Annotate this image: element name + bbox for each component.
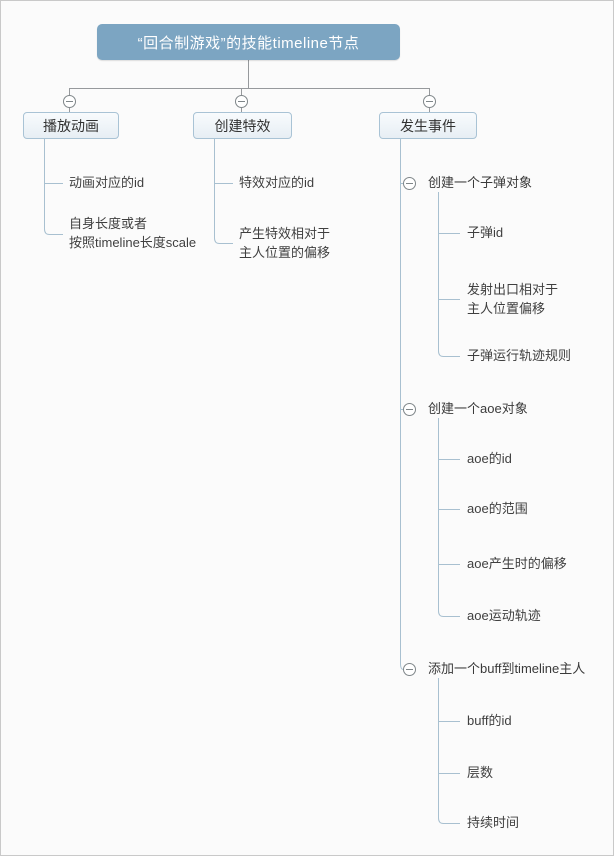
- mindmap-leaf[interactable]: aoe运动轨迹: [467, 608, 541, 623]
- minus-glyph: [238, 101, 245, 102]
- mindmap-leaf[interactable]: 动画对应的id: [69, 175, 145, 190]
- mindmap-leaf[interactable]: 产生特效相对于 主人位置的偏移: [239, 226, 331, 260]
- collapse-minus-icon[interactable]: [403, 177, 416, 190]
- mindmap-leaf[interactable]: aoe的范围: [467, 501, 528, 516]
- collapse-minus-icon[interactable]: [63, 95, 76, 108]
- sub-branch-node-aoe[interactable]: 创建一个aoe对象: [428, 401, 528, 416]
- mindmap-leaf[interactable]: buff的id: [467, 713, 512, 728]
- minus-glyph: [66, 101, 73, 102]
- branch-node-play-animation[interactable]: 播放动画: [23, 112, 119, 139]
- mindmap-leaf[interactable]: aoe的id: [467, 451, 512, 466]
- mindmap-leaf[interactable]: 子弹运行轨迹规则: [467, 348, 572, 363]
- minus-glyph: [406, 409, 413, 410]
- mindmap-leaf[interactable]: aoe产生时的偏移: [467, 556, 567, 571]
- minus-glyph: [406, 669, 413, 670]
- minus-glyph: [426, 101, 433, 102]
- branch-node-create-effect[interactable]: 创建特效: [193, 112, 292, 139]
- minus-glyph: [406, 183, 413, 184]
- mindmap-leaf[interactable]: 子弹id: [467, 225, 504, 240]
- mindmap-leaf[interactable]: 特效对应的id: [239, 175, 315, 190]
- mindmap-leaf[interactable]: 发射出口相对于 主人位置偏移: [467, 282, 559, 316]
- collapse-minus-icon[interactable]: [403, 403, 416, 416]
- branch-node-trigger-event[interactable]: 发生事件: [379, 112, 477, 139]
- sub-branch-node-bullet[interactable]: 创建一个子弹对象: [428, 175, 533, 190]
- mindmap-leaf[interactable]: 层数: [467, 765, 494, 780]
- root-node[interactable]: “回合制游戏”的技能timeline节点: [97, 24, 400, 60]
- sub-branch-node-buff[interactable]: 添加一个buff到timeline主人: [428, 661, 586, 676]
- collapse-minus-icon[interactable]: [423, 95, 436, 108]
- collapse-minus-icon[interactable]: [235, 95, 248, 108]
- collapse-minus-icon[interactable]: [403, 663, 416, 676]
- mindmap-leaf[interactable]: 自身长度或者 按照timeline长度scale: [69, 216, 197, 250]
- mindmap-leaf[interactable]: 持续时间: [467, 815, 520, 830]
